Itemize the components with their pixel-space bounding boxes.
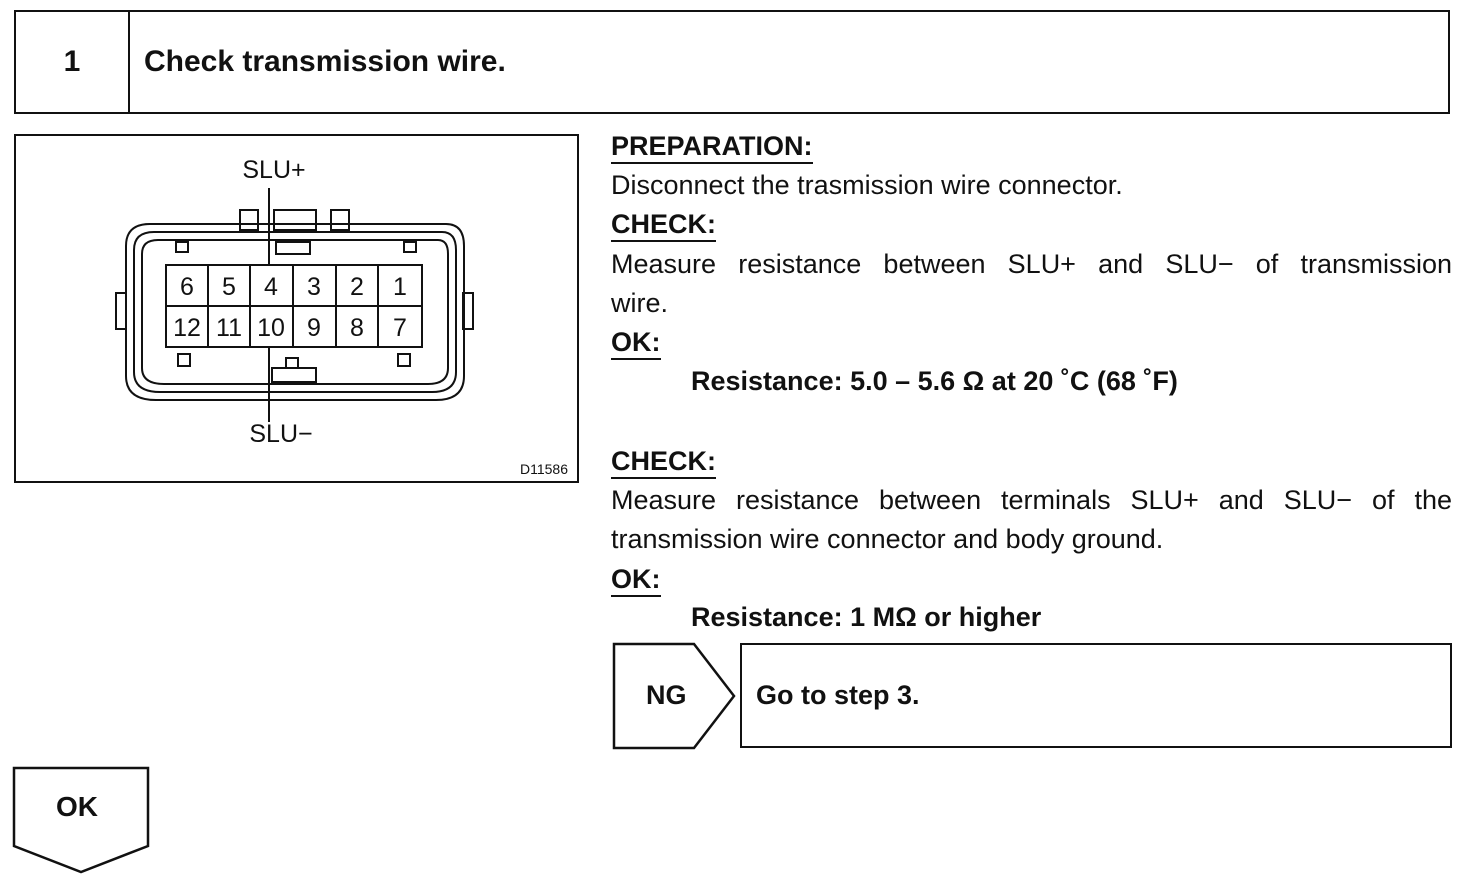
pin-label: 11 [216,314,242,342]
pin-label: 3 [307,273,321,301]
pin-label: 5 [222,273,236,301]
step-number: 1 [16,12,130,112]
ok-flow-label: OK [56,791,98,822]
ng-result-text: Go to step 3. [756,680,920,710]
label-slu-plus: SLU+ [242,156,305,184]
ok-label-1: OK: [611,326,661,360]
connector-tab-right [330,209,350,231]
connector-key-top [275,241,311,255]
resistance-spec-2: Resistance: 1 MΩ or higher [691,602,1042,632]
connector-lock-br [397,353,411,367]
figure-code: D11586 [520,461,568,477]
connector-lock-tr [403,241,417,253]
ok-arrow [12,766,150,874]
check-text-2-line2: transmission wire connector and body gro… [611,524,1164,554]
pin-label: 4 [264,273,278,301]
connector-housing-inner [141,239,449,385]
check-text-2-line1: Measure resistance between terminals SLU… [611,485,1452,515]
connector-figure: 6 5 4 3 2 1 12 11 10 9 8 7 SLU+ SLU− D11… [14,134,579,483]
resistance-spec-1: Resistance: 5.0 – 5.6 Ω at 20 ˚C (68 ˚F) [691,366,1178,396]
connector-key-bottom [271,367,317,383]
ng-arrow [612,642,736,750]
pin-label: 12 [173,314,201,342]
preparation-text: Disconnect the trasmission wire connecto… [611,170,1123,200]
connector-lock-bl [177,353,191,367]
connector-housing-outer [125,223,465,401]
preparation-label: PREPARATION: [611,130,813,164]
connector-housing-middle [133,231,457,393]
step-header: 1 Check transmission wire. [14,10,1450,114]
connector-side-tab-left [115,292,127,330]
ng-result-box: Go to step 3. [740,643,1452,748]
ng-label: NG [646,680,687,710]
pin-label: 2 [350,273,364,301]
connector-key-bottom-small [285,357,299,369]
connector-tab-center [273,209,317,231]
pin-label: 9 [307,314,321,342]
pin-label: 6 [180,273,194,301]
connector-lock-tl [175,241,189,253]
pin-label: 8 [350,314,364,342]
connector-tab-left [239,209,259,231]
check-label-1: CHECK: [611,208,716,242]
label-slu-minus: SLU− [249,420,312,448]
ok-label-2: OK: [611,563,661,597]
step-title: Check transmission wire. [144,45,506,78]
pin-label: 7 [393,314,407,342]
check-text-1-line1: Measure resistance between SLU+ and SLU−… [611,249,1452,279]
connector-diagram: 6 5 4 3 2 1 12 11 10 9 8 7 SLU+ SLU− D11… [115,156,568,477]
check-text-1-line2: wire. [611,288,669,318]
check-label-2: CHECK: [611,445,716,479]
pin-label: 1 [393,273,407,301]
pin-label: 10 [257,314,285,342]
